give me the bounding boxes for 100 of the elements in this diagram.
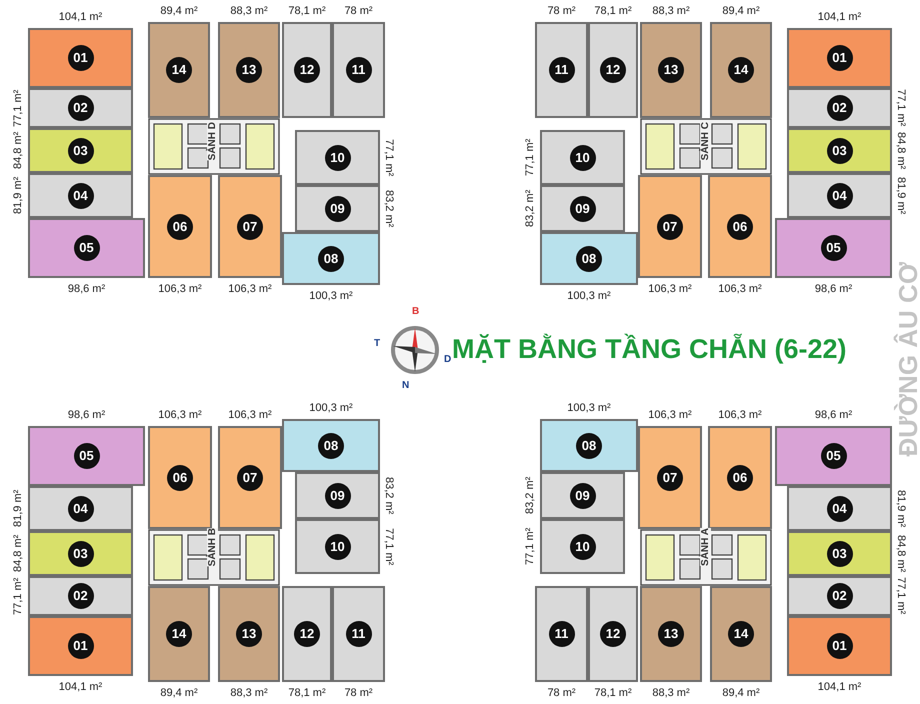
area-label: 78 m²	[546, 5, 577, 17]
area-label: 88,3 m²	[651, 5, 691, 17]
area-label: 106,3 m²	[157, 283, 203, 295]
unit-number: 08	[576, 432, 602, 458]
unit-number: 01	[68, 633, 94, 659]
unit-number: 01	[68, 45, 94, 71]
unit-number: 14	[166, 621, 192, 647]
unit-number: 05	[74, 235, 100, 261]
area-label: 104,1 m²	[58, 681, 104, 693]
lobby-label: SẢNH D	[207, 122, 218, 160]
compass-letter: D	[444, 354, 452, 365]
unit-number: 04	[68, 182, 94, 208]
area-label: 88,3 m²	[651, 687, 691, 699]
area-label: 83,2 m²	[383, 476, 395, 516]
apartment-unit	[295, 185, 380, 232]
apartment-unit	[332, 586, 385, 682]
area-label: 83,2 m²	[524, 188, 536, 230]
compass-letter: N	[402, 380, 410, 391]
plan-title: MẶT BẰNG TẦNG CHẴN (6-22)	[452, 334, 846, 365]
unit-number: 06	[167, 214, 193, 240]
area-label: 100,3 m²	[308, 402, 354, 414]
unit-number: 08	[576, 246, 602, 272]
apartment-unit	[28, 88, 133, 128]
area-label: 77,1 m²	[524, 526, 536, 568]
apartment-unit	[28, 28, 133, 88]
area-label: 106,3 m²	[227, 409, 273, 421]
area-label: 77,1 m²	[383, 526, 395, 568]
unit-number: 10	[570, 534, 596, 560]
unit-number: 03	[68, 540, 94, 566]
unit-number: 03	[826, 540, 852, 566]
area-label: 100,3 m²	[566, 402, 612, 414]
apartment-unit	[710, 22, 772, 118]
unit-number: 14	[728, 621, 754, 647]
apartment-unit	[295, 130, 380, 185]
unit-number: 09	[570, 196, 596, 222]
apartment-unit	[640, 586, 702, 682]
area-label: 83,2 m²	[524, 476, 536, 516]
apartment-unit	[638, 426, 702, 529]
unit-number: 04	[826, 496, 852, 522]
area-label: 83,2 m²	[383, 188, 395, 230]
apartment-unit	[148, 175, 212, 278]
area-label: 81,9 m²	[12, 488, 24, 530]
apartment-unit	[28, 576, 133, 616]
unit-number: 07	[237, 464, 263, 490]
area-label: 104,1 m²	[58, 11, 104, 23]
area-label: 104,1 m²	[816, 681, 862, 693]
apartment-unit	[28, 173, 133, 218]
apartment-unit	[775, 426, 892, 486]
unit-number: 13	[236, 621, 262, 647]
apartment-unit	[540, 519, 625, 574]
apartment-unit	[787, 128, 892, 173]
unit-number: 13	[658, 57, 684, 83]
area-label: 78,1 m²	[593, 687, 633, 699]
apartment-unit	[28, 128, 133, 173]
unit-number: 01	[826, 633, 852, 659]
unit-number: 13	[236, 57, 262, 83]
unit-number: 09	[324, 482, 350, 508]
area-label: 89,4 m²	[159, 687, 199, 699]
unit-number: 07	[657, 214, 683, 240]
unit-number: 04	[826, 182, 852, 208]
compass-letter: B	[412, 306, 420, 317]
area-label: 106,3 m²	[717, 283, 763, 295]
unit-number: 02	[68, 583, 94, 609]
unit-number: 09	[570, 482, 596, 508]
area-label: 88,3 m²	[229, 687, 269, 699]
unit-number: 05	[820, 235, 846, 261]
area-label: 77,1 m²	[12, 576, 24, 616]
area-label: 88,3 m²	[229, 5, 269, 17]
area-label: 106,3 m²	[227, 283, 273, 295]
apartment-unit	[535, 22, 588, 118]
compass-letter: T	[374, 338, 380, 349]
apartment-unit	[787, 531, 892, 576]
apartment-unit	[787, 173, 892, 218]
unit-number: 04	[68, 496, 94, 522]
unit-number: 05	[820, 443, 846, 469]
unit-number: 11	[548, 621, 574, 647]
unit-number: 10	[324, 534, 350, 560]
unit-number: 14	[728, 57, 754, 83]
apartment-unit	[787, 576, 892, 616]
apartment-unit	[295, 519, 380, 574]
area-label: 81,9 m²	[12, 176, 24, 216]
apartment-unit	[640, 22, 702, 118]
lobby-label: SẢNH A	[700, 528, 711, 566]
apartment-unit	[787, 28, 892, 88]
area-label: 84,8 m²	[12, 130, 24, 172]
unit-number: 07	[657, 464, 683, 490]
apartment-unit	[28, 531, 133, 576]
apartment-unit	[282, 232, 380, 285]
apartment-unit	[148, 426, 212, 529]
apartment-unit	[708, 426, 772, 529]
area-label: 89,4 m²	[721, 687, 761, 699]
unit-number: 08	[318, 432, 344, 458]
apartment-unit	[588, 586, 638, 682]
unit-number: 10	[570, 144, 596, 170]
area-label: 81,9 m²	[895, 176, 907, 216]
apartment-unit	[148, 22, 210, 118]
area-label: 84,8 m²	[12, 534, 24, 574]
area-label: 78 m²	[343, 5, 374, 17]
unit-number: 12	[294, 621, 320, 647]
unit-number: 14	[166, 57, 192, 83]
